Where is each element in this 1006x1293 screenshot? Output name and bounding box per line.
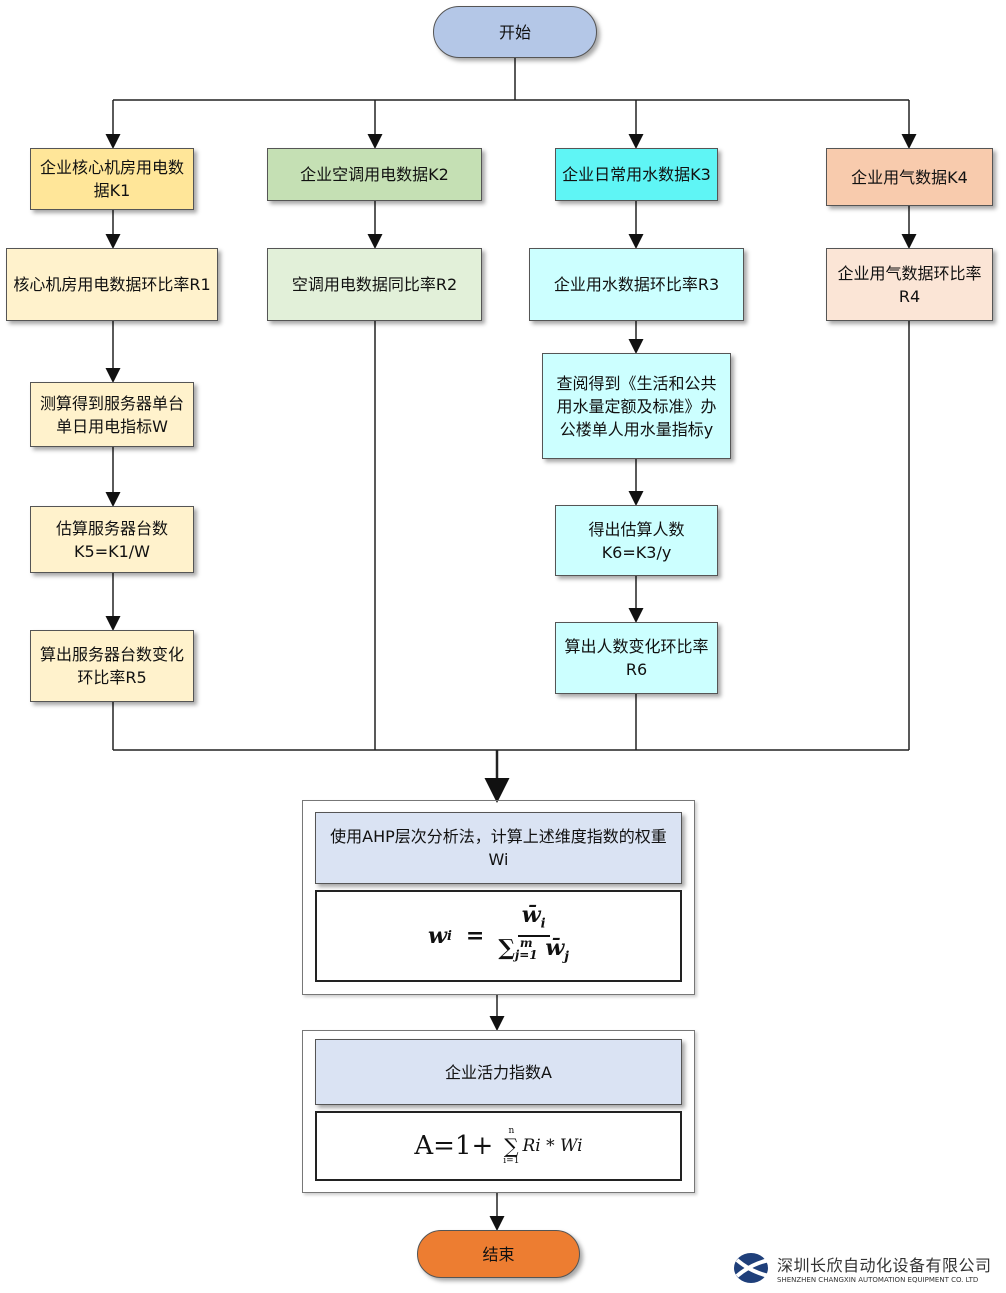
node-r1: 核心机房用电数据环比率R1 bbox=[6, 248, 218, 321]
company-logo: 深圳长欣自动化设备有限公司 SHENZHEN CHANGXIN AUTOMATI… bbox=[733, 1250, 992, 1286]
ahp-title: 使用AHP层次分析法，计算上述维度指数的权重Wi bbox=[315, 812, 682, 884]
node-k5: 估算服务器台数K5=K1/W bbox=[30, 506, 194, 573]
formula-a: A=1+ bbox=[414, 1130, 494, 1161]
vitality-group bbox=[302, 1030, 695, 1193]
ahp-group bbox=[302, 800, 695, 995]
node-r4: 企业用气数据环比率R4 bbox=[826, 248, 993, 321]
formula-eq: = bbox=[465, 922, 485, 949]
node-w: 测算得到服务器单台单日用电指标W bbox=[30, 382, 194, 447]
sum-symbol: ∑ bbox=[504, 1134, 519, 1158]
sum-top: n bbox=[508, 1126, 515, 1136]
denominator-w: w̄ bbox=[545, 935, 565, 961]
logo-cn: 深圳长欣自动化设备有限公司 bbox=[777, 1256, 992, 1275]
node-r2: 空调用电数据同比率R2 bbox=[267, 248, 482, 321]
node-r6: 算出人数变化环比率R6 bbox=[555, 622, 718, 694]
node-k4: 企业用气数据K4 bbox=[826, 148, 993, 206]
numerator: w̄ bbox=[521, 901, 541, 928]
node-k1: 企业核心机房用电数据K1 bbox=[30, 148, 194, 210]
sum-bottom: i=1 bbox=[503, 1156, 520, 1166]
sum-sup: m bbox=[519, 936, 533, 950]
vitality-title: 企业活力指数A bbox=[315, 1039, 682, 1105]
start-node: 开始 bbox=[433, 6, 597, 58]
formula-rest: Ri * Wi bbox=[522, 1135, 583, 1156]
node-k2: 企业空调用电数据K2 bbox=[267, 148, 482, 201]
vitality-formula: A=1+ n∑i=1 Ri * Wi bbox=[315, 1111, 682, 1181]
sum-block: n∑i=1 bbox=[503, 1126, 519, 1166]
logo-en: SHENZHEN CHANGXIN AUTOMATION EQUIPMENT C… bbox=[777, 1276, 979, 1284]
logo-icon bbox=[734, 1253, 770, 1283]
node-k3: 企业日常用水数据K3 bbox=[555, 148, 718, 201]
numerator-sub: i bbox=[540, 916, 546, 931]
node-water-standard: 查阅得到《生活和公共用水量定额及标准》办公楼单人用水量指标y bbox=[542, 353, 731, 459]
node-r3: 企业用水数据环比率R3 bbox=[529, 248, 744, 321]
denominator-sub: j bbox=[564, 949, 569, 965]
formula-lhs: w bbox=[427, 922, 447, 949]
sum-symbol: ∑ bbox=[498, 935, 515, 961]
node-k6: 得出估算人数K6=K3/y bbox=[555, 505, 718, 576]
sum-sub: j=1 bbox=[514, 948, 538, 962]
node-r5: 算出服务器台数变化环比率R5 bbox=[30, 630, 194, 702]
formula-lhs-sub: i bbox=[446, 928, 452, 944]
end-node: 结束 bbox=[417, 1230, 580, 1278]
